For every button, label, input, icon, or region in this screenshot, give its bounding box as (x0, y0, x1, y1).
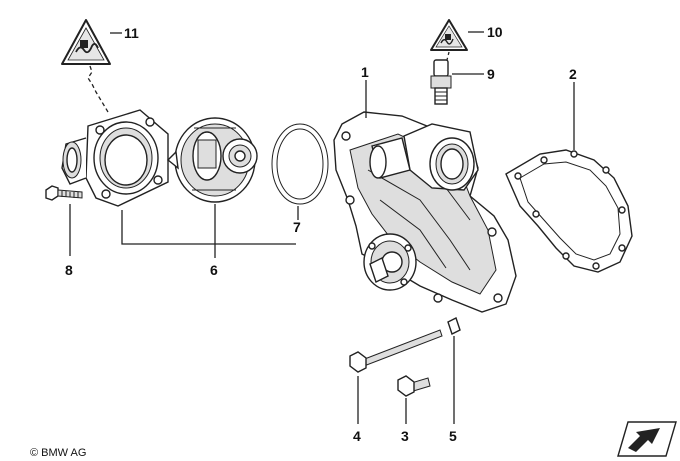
part-3-bolt (397, 375, 431, 397)
part-7-o-ring (271, 123, 329, 205)
callout-7: 7 (293, 219, 301, 235)
part-8-bolt (45, 185, 83, 201)
part-thermostat-housing (61, 109, 169, 207)
part-5-clip (447, 317, 461, 335)
callout-2: 2 (569, 66, 577, 82)
part-2-gasket (505, 149, 633, 273)
callout-5: 5 (449, 428, 457, 444)
leader-11-b (87, 65, 109, 113)
callout-9: 9 (487, 66, 495, 82)
callout-4: 4 (353, 428, 361, 444)
part-4-bolt (349, 329, 443, 373)
hot-coolant-warning-icon (61, 19, 111, 65)
part-1-water-pump (333, 111, 517, 313)
callout-10: 10 (487, 24, 503, 40)
callout-3: 3 (401, 428, 409, 444)
hot-coolant-warning-icon (430, 19, 468, 51)
leader-6-a (121, 210, 296, 245)
callout-11: 11 (124, 25, 139, 41)
navigation-arrow-icon[interactable] (617, 421, 677, 457)
part-thermostat (166, 117, 258, 203)
callout-6: 6 (210, 262, 218, 278)
callout-1: 1 (361, 64, 369, 80)
part-9-sensor (430, 59, 452, 105)
copyright-text: © BMW AG (30, 447, 87, 459)
callout-8: 8 (65, 262, 73, 278)
leader-10-b (446, 51, 450, 61)
